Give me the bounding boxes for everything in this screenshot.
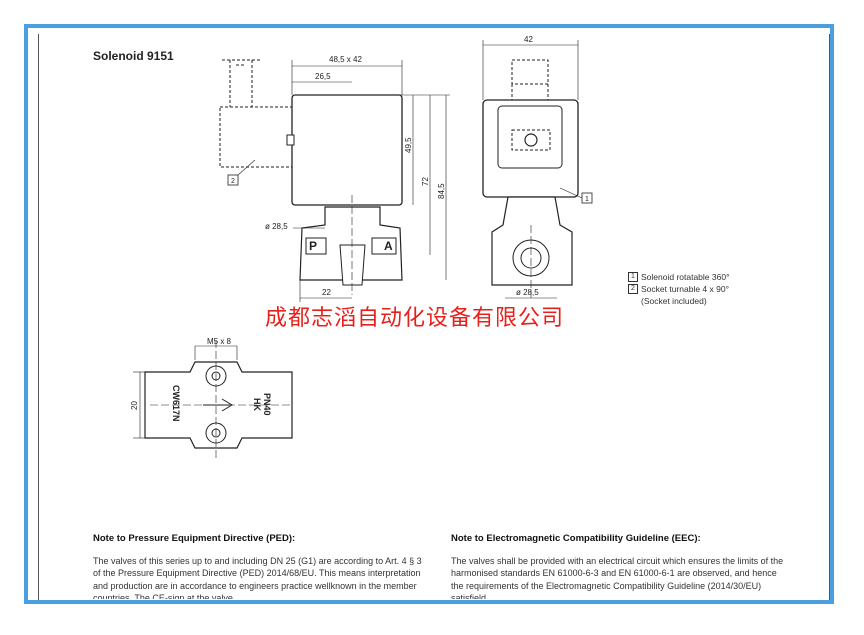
company-watermark-text: 成都志滔自动化设备有限公司 [265, 306, 565, 331]
ped-note-heading: Note to Pressure Equipment Directive (PE… [93, 533, 296, 544]
callout-1-label: 1 [585, 196, 589, 203]
legend-number: 1 [628, 272, 638, 282]
valve-body-side [299, 206, 403, 281]
eec-note: Note to Electromagnetic Compatibility Gu… [451, 533, 786, 599]
dim-49-5: 49,5 [404, 137, 413, 153]
dim-26-5: 26,5 [315, 72, 331, 81]
dim-dia-28-5-front: ø 28,5 [516, 288, 539, 297]
dim-20: 20 [130, 401, 139, 410]
legend-subnote: (Socket included) [641, 296, 707, 306]
dim-22: 22 [322, 288, 331, 297]
dim-thread: M5 x 8 [207, 337, 232, 346]
ped-note-body: The valves of this series up to and incl… [93, 555, 422, 600]
body-marking-hk: HK [252, 398, 262, 411]
callout-2-label: 2 [231, 178, 235, 185]
port-p-label: P [309, 239, 317, 253]
eec-note-body: The valves shall be provided with an ele… [451, 555, 784, 600]
solenoid-coil-side [291, 94, 403, 206]
ped-note: Note to Pressure Equipment Directive (PE… [93, 533, 428, 599]
legend-text: Socket turnable 4 x 90° [641, 284, 729, 294]
socket-outline-dashed [219, 59, 293, 168]
dim-dia-28-5-left: ø 28,5 [265, 222, 288, 231]
legend: 1 Solenoid rotatable 360° 2 Socket turna… [628, 271, 729, 307]
legend-number: 2 [628, 284, 638, 294]
legend-text: Solenoid rotatable 360° [641, 272, 730, 282]
dim-48-5x42: 48,5 x 42 [329, 55, 362, 64]
legend-item: 2 Socket turnable 4 x 90° [628, 283, 729, 295]
page-title: Solenoid 9151 [93, 49, 174, 63]
port-a-label: A [384, 239, 393, 253]
document-frame [24, 24, 834, 604]
dim-84-5: 84,5 [437, 183, 446, 199]
document-page [38, 34, 830, 600]
body-marking-pn40: PN40 [262, 393, 272, 416]
eec-note-heading: Note to Electromagnetic Compatibility Gu… [451, 533, 701, 544]
dim-42-front: 42 [524, 35, 533, 44]
dim-72: 72 [421, 177, 430, 186]
legend-item: 1 Solenoid rotatable 360° [628, 271, 729, 283]
body-marking-cw617n: CW617N [171, 385, 181, 422]
callout-2-box [227, 174, 239, 186]
